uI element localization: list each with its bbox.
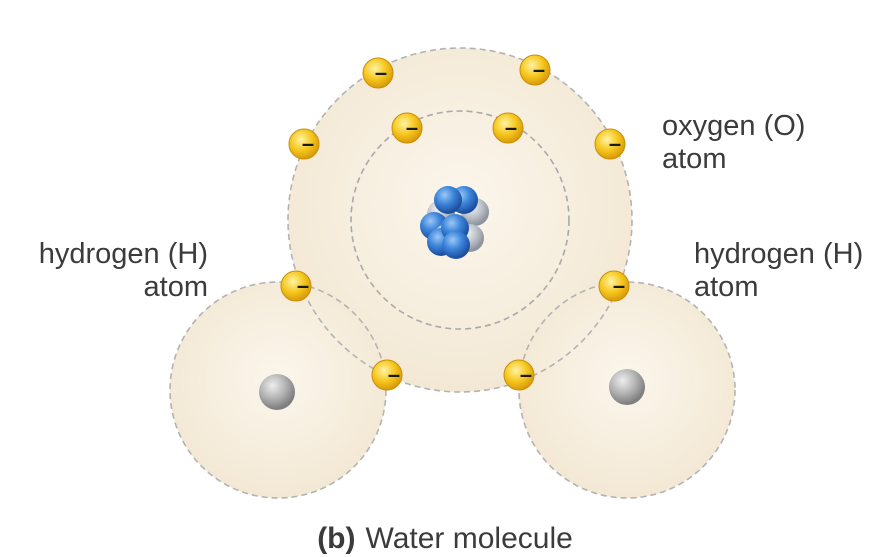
electron: – bbox=[391, 112, 423, 144]
figure-caption: (b) Water molecule bbox=[0, 522, 890, 556]
hydrogen-left-nucleus bbox=[259, 374, 295, 410]
electron-symbol: – bbox=[533, 57, 545, 82]
oxygen-atom-label: oxygen (O) atom bbox=[662, 110, 805, 176]
hydrogen-right-label-line1: hydrogen (H) bbox=[694, 238, 864, 270]
electron-symbol: – bbox=[505, 115, 517, 140]
hydrogen-left-label-line2: atom bbox=[143, 271, 208, 303]
oxygen-nucleus bbox=[420, 186, 489, 259]
caption-part-label: (b) bbox=[317, 522, 356, 555]
hydrogen-right-label-line2: atom bbox=[694, 271, 759, 303]
electron: – bbox=[503, 359, 535, 391]
caption-title: Water molecule bbox=[365, 522, 573, 555]
electron: – bbox=[280, 270, 312, 302]
electron-symbol: – bbox=[520, 362, 532, 387]
electron: – bbox=[594, 128, 626, 160]
electron: – bbox=[371, 359, 403, 391]
oxygen-label-line1: oxygen (O) bbox=[662, 110, 806, 142]
electron-symbol: – bbox=[609, 131, 621, 156]
proton bbox=[434, 186, 462, 214]
electron-symbol: – bbox=[388, 362, 400, 387]
hydrogen-left-label: hydrogen (H) atom bbox=[39, 238, 208, 304]
electron-symbol: – bbox=[302, 131, 314, 156]
electron-symbol: – bbox=[375, 60, 387, 85]
electron: – bbox=[288, 128, 320, 160]
electron-symbol: – bbox=[613, 273, 625, 298]
electron: – bbox=[362, 57, 394, 89]
electron: – bbox=[598, 270, 630, 302]
proton bbox=[442, 231, 470, 259]
electron-symbol: – bbox=[406, 115, 418, 140]
oxygen-label-line2: atom bbox=[662, 143, 727, 175]
electron-symbol: – bbox=[297, 273, 309, 298]
hydrogen-right-nucleus bbox=[609, 369, 645, 405]
hydrogen-right-shell bbox=[518, 281, 736, 499]
oxygen-inner-shell bbox=[350, 110, 570, 330]
electron: – bbox=[519, 54, 551, 86]
oxygen-outer-shell bbox=[287, 47, 633, 393]
hydrogen-left-label-line1: hydrogen (H) bbox=[38, 238, 208, 270]
electron: – bbox=[492, 112, 524, 144]
hydrogen-right-label: hydrogen (H) atom bbox=[694, 238, 863, 304]
